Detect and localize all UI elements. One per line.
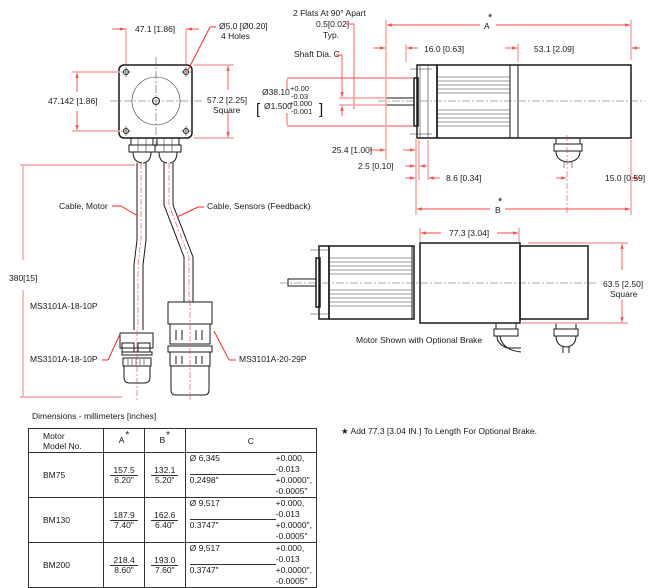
sensor-cable-label: Cable, Sensors (Feedback) [207,201,311,211]
dim-hole-spacing-height: 47.142 [1.86] [48,96,98,106]
dim-53-label: 53.1 [2.09] [534,44,574,54]
dim-hole-spacing-width: 47.1 [1.86] [135,24,175,34]
dim-brake-length: 77.3 [3.04] [449,228,489,238]
motor-dimension-drawing: 47.1 [1.86] Ø5.0 [Ø0.20] 4 Holes 47.142 … [9,8,645,400]
front-view: 47.1 [1.86] Ø5.0 [Ø0.20] 4 Holes 47.142 … [48,21,268,164]
square-label: Square [213,105,241,115]
mounting-holes [121,67,191,136]
cable-length-label: 380[15] [9,273,37,283]
brake-note-text: Add 77.3 [3.04 IN.] To Length For Option… [350,426,538,436]
table-header-row: Motor Model No. A* B* C [27,428,318,453]
pilot-dia-in: Ø1.500 [264,101,292,111]
dim-b-star: * [498,196,503,208]
dim-a-label: A [484,21,490,31]
pilot-dia-mm: Ø38.10 [262,87,290,97]
dim-8-6-label: 8.6 [0.34] [446,173,481,183]
pilot-tol-in-minus: -0.001 [291,107,312,116]
flats-label-line2: 0.5[0.02] [316,19,349,29]
hole-count-label: 4 Holes [221,31,250,41]
cables: Cable, Motor Cable, Sensors (Feedback) [59,163,311,330]
header-a: A* [103,428,145,453]
dim-16-label: 16.0 [0.63] [424,44,464,54]
model-cell: BM200 [27,542,105,588]
model-cell: BM75 [27,452,105,498]
motor-cable-label: Cable, Motor [59,201,108,211]
model-cell: BM130 [27,497,105,543]
c-cell: Ø 9,517+0.000, -0.013 0.3747"+0.0000", -… [184,497,318,543]
connector-motor-label-top: MS3101A-18-10P [30,301,98,311]
hole-diameter-label: Ø5.0 [Ø0.20] [219,21,268,31]
c-cell: Ø 6,345+0.000, -0.013 0.2498"+0.0000", -… [184,452,318,498]
c-cell: Ø 9,517+0.000, -0.013 0.3747"+0.0000", -… [184,542,318,588]
connector-sensor-label: MS3101A-20-29P [239,354,307,364]
star-icon: ★ [341,426,349,436]
table-caption: Dimensions - millimeters [inches] [32,411,157,421]
pilot-tol-mm-minus: -0.03 [291,92,308,101]
brake-caption: Motor Shown with Optional Brake [356,335,482,345]
connector-motor-label: MS3101A-18-10P [30,354,98,364]
shaft-dia-label: Shaft Dia. C [294,49,340,59]
dim-b-label: B [495,205,501,215]
flats-label-line1: 2 Flats At 90° Apart [293,8,366,18]
pilot-tol-mm-plus: +0.00 [290,84,309,93]
dim-15-label: 15.0 [0.59] [605,173,645,183]
header-b: B* [143,428,186,453]
flats-label-line3: Typ. [323,30,339,40]
brake-view [280,242,598,353]
motor-face [118,64,193,139]
sensor-connector [167,300,213,400]
header-model: Motor Model No. [27,428,105,453]
dim-2-5-label: 2.5 [0.10] [358,161,393,171]
brake-note: ★ Add 77.3 [3.04 IN.] To Length For Opti… [341,426,537,437]
header-c: C [184,428,318,453]
dim-brake-square: 63.5 [2.50] [603,279,643,289]
cable-glands [128,137,182,164]
svg-text:[: [ [256,101,261,118]
side-view [378,64,645,215]
pilot-tol-in-plus: +0.000 [289,99,312,108]
svg-text:]: ] [319,101,323,118]
dim-25-label: 25.4 [1.00] [332,145,372,155]
dim-a-star: * [488,12,493,24]
dim-square-size: 57.2 [2.25] [207,95,247,105]
brake-square-label: Square [610,289,638,299]
motor-connector [119,330,154,400]
